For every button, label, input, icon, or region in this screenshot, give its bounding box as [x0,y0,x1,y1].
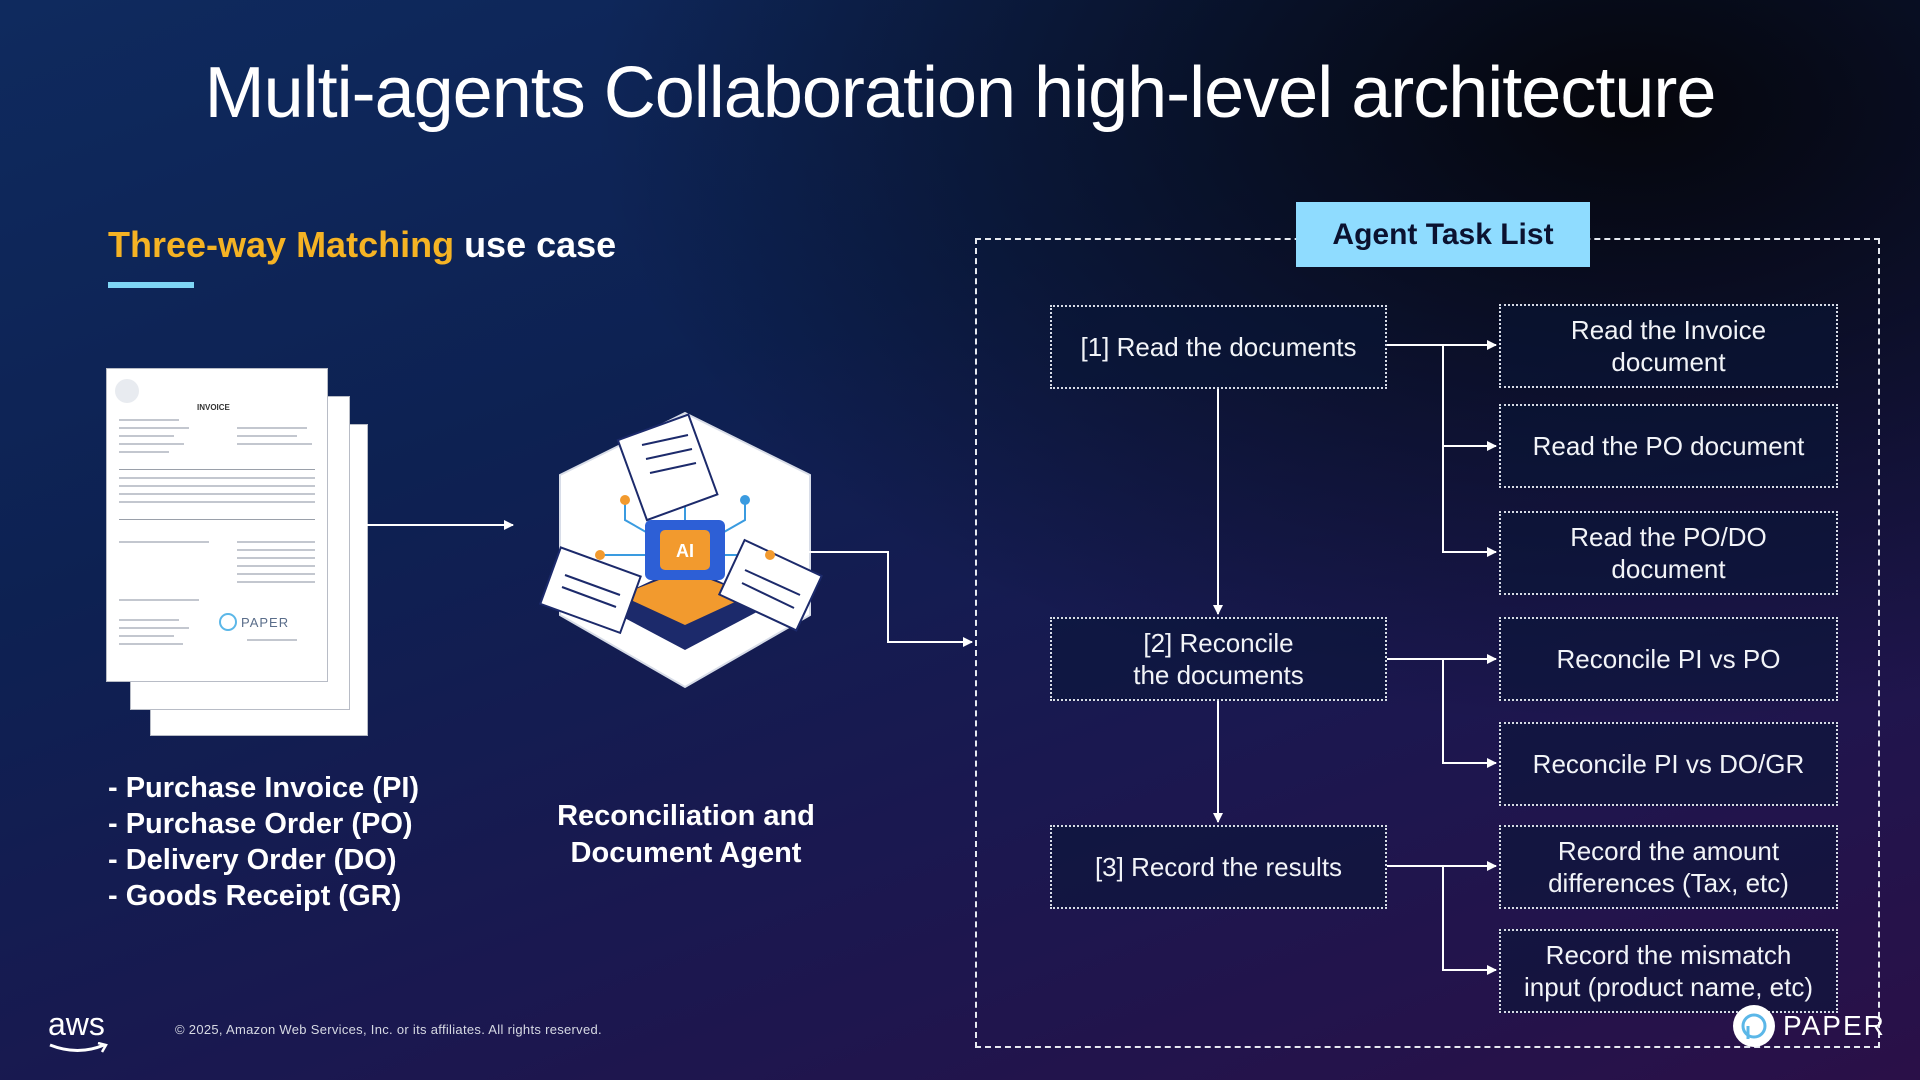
node-dot [765,550,775,560]
slide-title: Multi-agents Collaboration high-level ar… [204,53,1717,133]
arrow-agent-to-tasks [805,551,973,647]
agent-label-line1: Reconciliation and [557,800,815,832]
subtask-text: Read the Invoice [1570,315,1767,345]
subtask-reconcile-pi-po: Reconcile PI vs PO [1499,617,1838,701]
subtask-read-invoice: Read the Invoice document [1499,304,1838,388]
paper-sheet-left [538,546,642,635]
subtask-text: document [1611,554,1726,584]
subtask-text: Reconcile PI vs PO [1556,644,1781,674]
subtask-text: Record the mismatch [1545,940,1792,970]
paper-logo-text: PAPER [1783,1010,1886,1041]
subtitle-highlight: Three-way Matching [108,224,455,265]
step-2-label-line1: [2] Reconcile [1143,628,1294,658]
step-reconcile-documents: [2] Reconcile the documents [1050,617,1387,701]
node-dot [595,550,605,560]
list-item: - Delivery Order (DO) [108,844,397,876]
subtask-text: Record the amount [1557,836,1780,866]
list-item: - Goods Receipt (GR) [108,880,402,912]
paper-sheet-top [616,413,719,522]
use-case-subtitle: Three-way Matching use case [108,224,616,266]
subtask-text: input (product name, etc) [1523,972,1814,1002]
ai-chip-inner [660,530,710,570]
step-2-label-line2: the documents [1133,660,1304,690]
step-1-label: [1] Read the documents [1080,332,1357,362]
document-type-list: - Purchase Invoice (PI) - Purchase Order… [108,770,419,914]
list-item: - Purchase Invoice (PI) [108,772,420,804]
step-read-documents: [1] Read the documents [1050,305,1387,389]
paper-brand-logo: PAPER [1733,1005,1886,1047]
arrow-step3-to-s3b [1442,866,1497,975]
invoice-document: INVOICE PAPER [106,368,328,682]
arrow-step1-to-s1b [1442,345,1497,451]
subtask-text: Read the PO document [1532,431,1805,461]
subtask-text: Read the PO/DO [1570,522,1767,552]
arrow-step2-to-s2b [1442,659,1497,768]
agent-task-list-header: Agent Task List [1296,202,1590,267]
step-3-label: [3] Record the results [1094,852,1343,882]
list-item: - Purchase Order (PO) [108,808,413,840]
subtitle-rest: use case [454,224,617,265]
arrow-step1-to-s1c [1442,446,1497,557]
node-dot [620,495,630,505]
invoice-brand-text: PAPER [241,614,290,630]
agent-label: Reconciliation and Document Agent [520,798,852,872]
sheet-lines [561,434,801,609]
invoice-brand-logo: PAPER [219,613,289,631]
copyright-text: © 2025, Amazon Web Services, Inc. or its… [175,1022,602,1037]
aws-smile-icon [49,1042,108,1053]
agent-base-band [620,570,750,625]
subtitle-underline [108,282,194,288]
subtask-read-po-do: Read the PO/DO document [1499,511,1838,595]
subtask-read-po: Read the PO document [1499,404,1838,488]
paper-sheet-right [717,538,823,632]
step-record-results: [3] Record the results [1050,825,1387,909]
subtask-text: document [1611,347,1726,377]
node-dot [740,495,750,505]
subtask-text: differences (Tax, etc) [1548,868,1789,898]
ai-chip-text: AI [676,541,694,561]
aws-logo: aws [48,1006,108,1053]
agent-illustration: AI [538,411,823,689]
subtask-record-amount: Record the amount differences (Tax, etc) [1499,825,1838,909]
subtask-record-mismatch: Record the mismatch input (product name,… [1499,929,1838,1013]
invoice-heading: INVOICE [197,403,230,412]
aws-logo-text: aws [48,1006,105,1042]
paper-icon [219,613,237,631]
paper-logo-icon [1733,1005,1775,1047]
paper-p-icon [1741,1013,1767,1039]
subtask-reconcile-pi-do-gr: Reconcile PI vs DO/GR [1499,722,1838,806]
subtask-text: Reconcile PI vs DO/GR [1532,749,1805,779]
agent-label-line2: Document Agent [570,837,802,869]
